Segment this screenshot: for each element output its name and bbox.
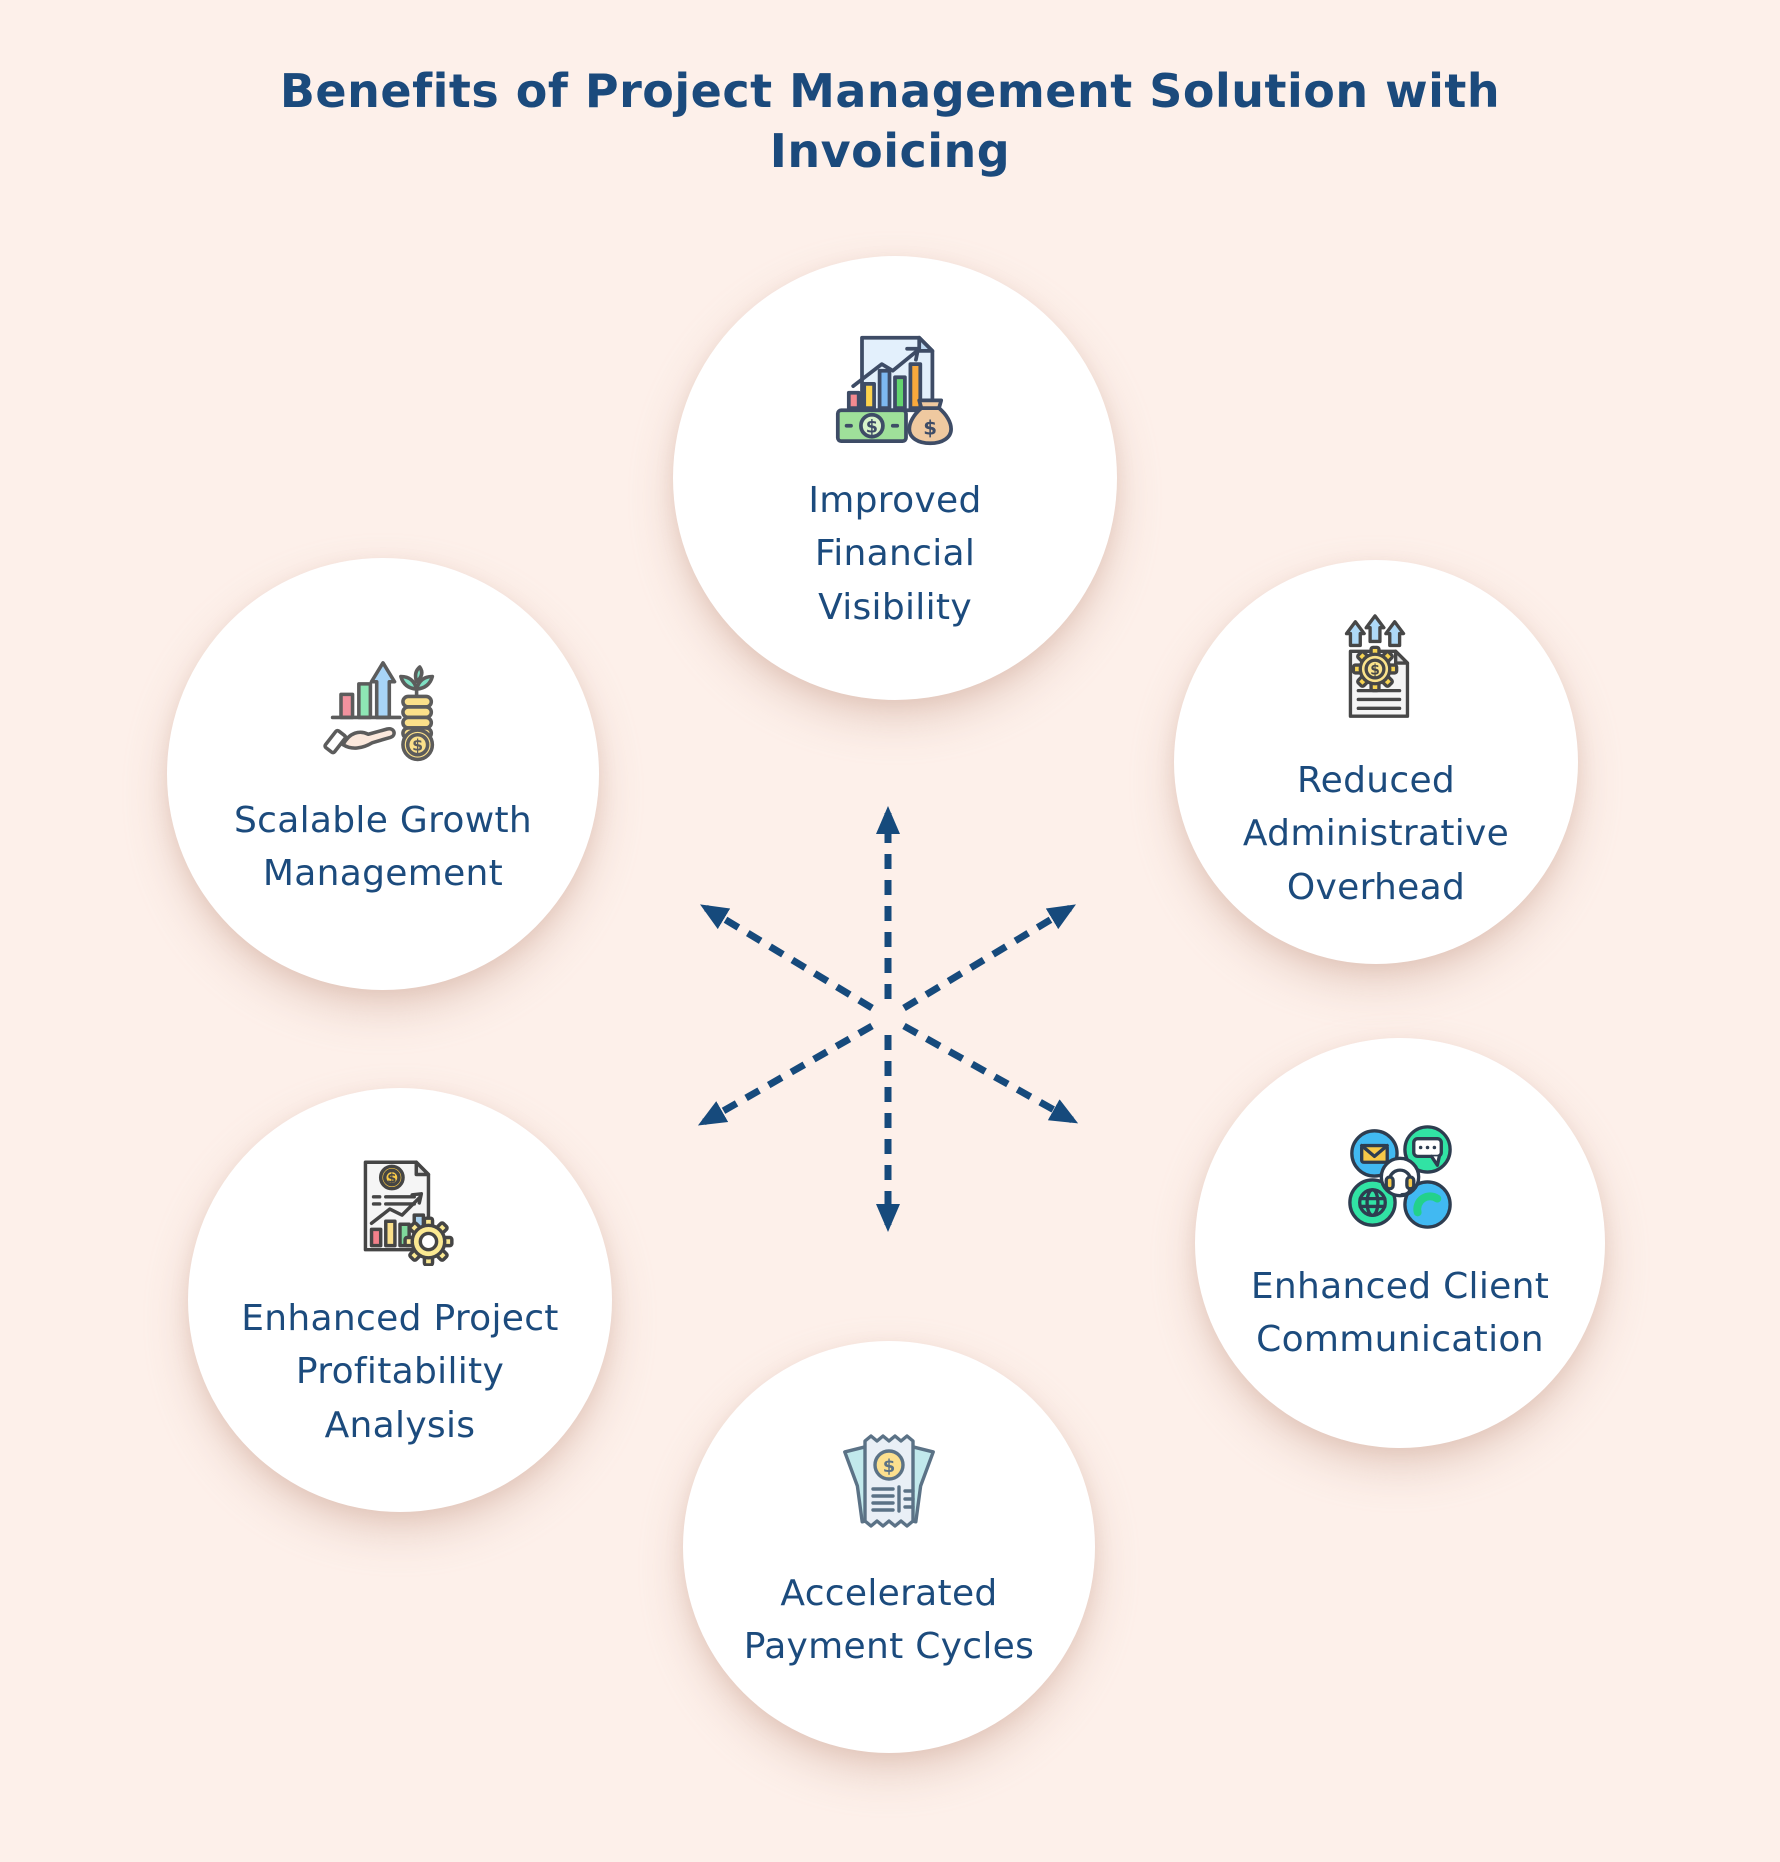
benefit-circle-scalable-growth-management: $ Scalable Growth Management <box>167 558 599 990</box>
svg-text:$: $ <box>883 1456 896 1477</box>
benefit-label: Accelerated Payment Cycles <box>743 1572 1035 1667</box>
benefit-label: Reduced Administrative Overhead <box>1242 760 1510 908</box>
benefit-circle-reduced-administrative-overhead: $ Reduced Administrative Overhead <box>1174 560 1578 964</box>
svg-text:$: $ <box>412 735 423 754</box>
svg-text:$: $ <box>387 1172 396 1187</box>
financial-report-money-icon: $ $ <box>835 335 953 446</box>
benefit-label: Improved Financial Visibility <box>808 480 982 628</box>
communication-channels-icon <box>1348 1124 1452 1229</box>
benefit-circle-enhanced-project-profitability-analysis: $ Enhanced Project Profitability Analysi… <box>188 1088 612 1512</box>
payment-receipts-icon: $ <box>843 1434 935 1528</box>
center-arrows-icon <box>697 806 1079 1232</box>
profitability-report-gear-icon: $ <box>363 1160 454 1267</box>
benefit-circle-improved-financial-visibility: $ $ Improved Financial Visibility <box>673 256 1117 700</box>
page-title: Benefits of Project Management Solution … <box>279 64 1501 178</box>
benefit-label: Scalable Growth Management <box>233 799 533 894</box>
invoice-gear-up-arrows-icon: $ <box>1344 614 1410 718</box>
svg-text:$: $ <box>923 417 937 440</box>
arrow-lower-right <box>902 1022 1079 1124</box>
benefit-label: Enhanced Client Communication <box>1250 1265 1550 1360</box>
benefit-circle-accelerated-payment-cycles: $ Accelerated Payment Cycles <box>683 1341 1095 1753</box>
benefit-circle-enhanced-client-communication: Enhanced Client Communication <box>1195 1038 1605 1448</box>
growth-hand-coins-icon: $ <box>323 660 435 761</box>
arrow-upper-right <box>902 904 1076 1011</box>
arrow-upper-left <box>700 904 874 1011</box>
svg-text:$: $ <box>866 417 878 437</box>
arrow-lower-left <box>697 1022 874 1126</box>
benefit-label: Enhanced Project Profitability Analysis <box>241 1298 559 1446</box>
svg-text:$: $ <box>1370 663 1380 679</box>
